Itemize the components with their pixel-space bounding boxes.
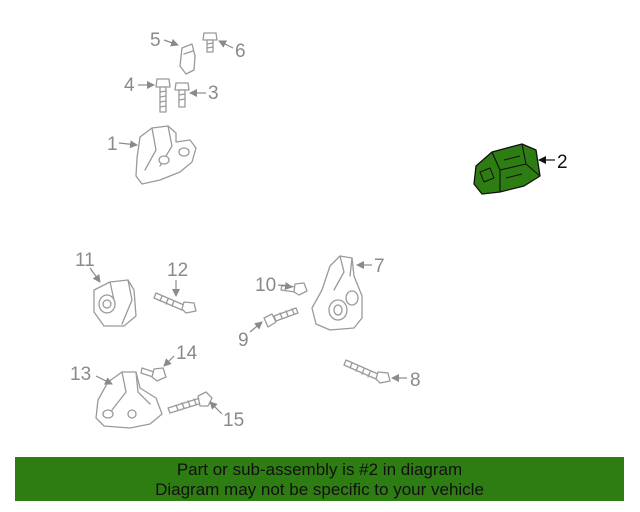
part-8-bolt[interactable]	[343, 359, 391, 384]
banner-line-1: Part or sub-assembly is #2 in diagram	[176, 460, 463, 479]
part-4-bolt[interactable]	[155, 78, 171, 113]
leader-13	[95, 375, 113, 385]
part-5-bracket[interactable]	[179, 43, 196, 75]
callout-6[interactable]: 6	[235, 41, 246, 62]
part-13-mount[interactable]	[95, 371, 163, 429]
callout-2[interactable]: 2	[557, 152, 568, 173]
callout-13[interactable]: 13	[70, 364, 91, 385]
leader-14	[163, 355, 175, 367]
leader-1	[118, 140, 138, 149]
part-7-bracket[interactable]	[311, 255, 363, 331]
callout-3[interactable]: 3	[208, 83, 219, 104]
part-11-mount[interactable]	[93, 279, 137, 327]
callout-15[interactable]: 15	[223, 410, 244, 431]
leader-10	[277, 282, 293, 290]
callout-12[interactable]: 12	[167, 260, 188, 281]
leader-5	[163, 38, 179, 47]
part-2-mount-highlighted[interactable]	[473, 143, 541, 195]
callout-5[interactable]: 5	[150, 30, 161, 51]
part-12-bolt[interactable]	[153, 292, 197, 314]
callout-8[interactable]: 8	[410, 370, 421, 391]
parts-diagram: 5 6 4 3 1 2 11 12 7 10 9 8 14 13 15	[70, 30, 568, 431]
leader-11	[89, 267, 101, 283]
leader-6	[218, 40, 234, 49]
callout-10[interactable]: 10	[255, 275, 276, 296]
leader-9	[249, 321, 263, 333]
banner-line-2: Diagram may not be specific to your vehi…	[155, 480, 484, 499]
callout-14[interactable]: 14	[176, 343, 198, 364]
part-3-bolt[interactable]	[174, 82, 190, 108]
part-14-bolt[interactable]	[140, 367, 167, 382]
leader-lines	[89, 38, 555, 415]
part-6-bolt[interactable]	[202, 32, 218, 53]
callout-4[interactable]: 4	[124, 75, 135, 96]
callout-11[interactable]: 11	[75, 250, 95, 271]
part-1-mount[interactable]	[135, 125, 197, 185]
part-10-bolt[interactable]	[280, 282, 308, 296]
part-15-bolt[interactable]	[167, 391, 213, 414]
info-banner: Part or sub-assembly is #2 in diagram Di…	[15, 457, 624, 501]
callout-9[interactable]: 9	[238, 330, 249, 351]
part-9-bolt[interactable]	[263, 307, 299, 328]
callout-7[interactable]: 7	[374, 256, 385, 277]
leader-15	[209, 401, 223, 415]
callout-1[interactable]: 1	[107, 134, 118, 155]
